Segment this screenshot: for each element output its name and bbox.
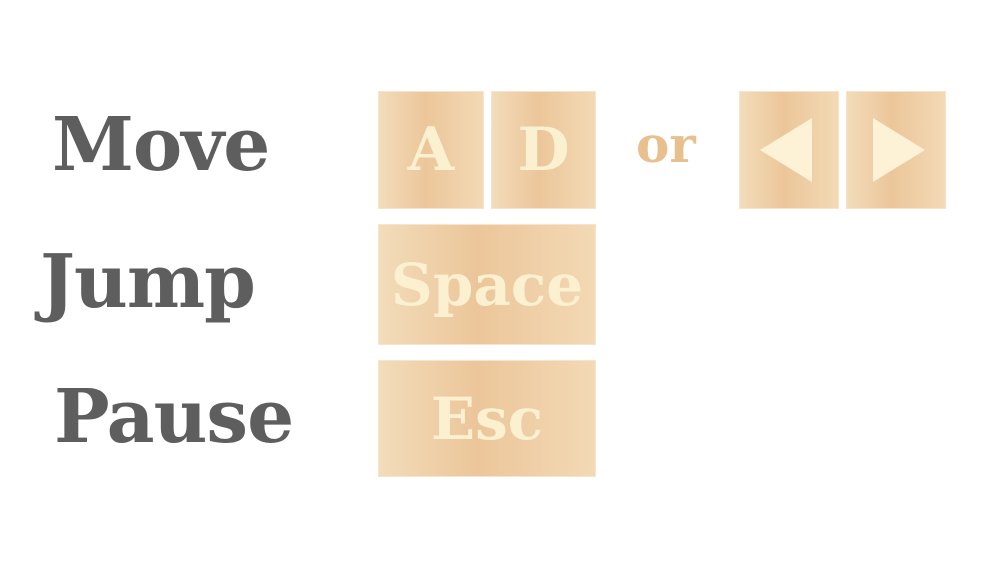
key-left-arrow[interactable]: [739, 91, 839, 209]
key-d[interactable]: D: [491, 91, 596, 209]
key-esc[interactable]: Esc: [378, 360, 596, 477]
or-separator: or: [636, 115, 696, 174]
key-space[interactable]: Space: [378, 224, 596, 345]
jump-label: Jump: [40, 239, 256, 325]
move-label: Move: [52, 102, 270, 188]
pause-label: Pause: [54, 374, 294, 460]
key-right-arrow[interactable]: [846, 91, 946, 209]
left-arrow-icon: [760, 118, 812, 182]
key-a[interactable]: A: [378, 91, 484, 209]
right-arrow-icon: [873, 118, 925, 182]
